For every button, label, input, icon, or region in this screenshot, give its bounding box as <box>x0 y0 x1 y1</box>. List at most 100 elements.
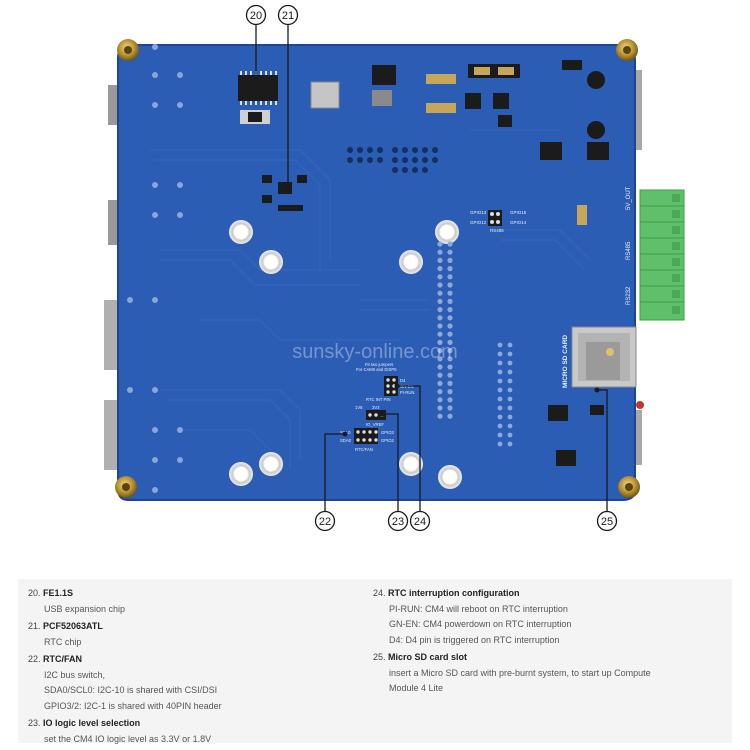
legend-item-desc: GPIO3/2: I2C-1 is shared with 40PIN head… <box>44 700 222 711</box>
header-pin <box>447 380 453 386</box>
legend-item-21: 21. PCF52063ATL RTC chip <box>28 619 358 650</box>
header-pin <box>447 348 453 354</box>
legend-item-title: RTC/FAN <box>43 654 83 664</box>
header-pin <box>507 414 513 420</box>
silk-gpio15: GPIO15 <box>510 210 527 215</box>
silk-d4: D4 <box>400 378 406 383</box>
silk-gpio13: GPIO13 <box>470 210 487 215</box>
legend-item-24: 24. RTC interruption configuration PI-RU… <box>373 586 723 648</box>
silk-1v8: 1V8 <box>355 405 363 410</box>
header-pin <box>447 290 453 296</box>
header-pin <box>497 423 503 429</box>
header-pin <box>437 413 443 419</box>
silk-sda0: SDA0 <box>340 438 352 443</box>
gpio-header-pins <box>437 241 513 447</box>
header-pin <box>437 290 443 296</box>
header-pin <box>447 372 453 378</box>
header-pin <box>497 396 503 402</box>
silk-5v-out: 5V_OUT <box>626 186 632 210</box>
silk-io-vref: IO_VREF <box>366 422 384 427</box>
legend-item-desc: USB expansion chip <box>44 603 126 614</box>
legend-item-desc: RTC chip <box>44 636 82 647</box>
green-terminal-block <box>639 189 685 321</box>
header-pin <box>437 331 443 337</box>
legend-item-title: FE1.1S <box>43 588 74 598</box>
header-pin <box>507 369 513 375</box>
header-pin <box>437 257 443 263</box>
callout-22-label: 22 <box>319 516 331 528</box>
legend-item-number: 22. <box>28 654 41 664</box>
header-pin <box>447 389 453 395</box>
callout-25-label: 25 <box>601 516 613 528</box>
callout-23: 23 <box>387 510 409 532</box>
header-pin <box>437 266 443 272</box>
callout-leaders <box>255 24 608 512</box>
pcb-board-image: GPIO13 GPIO12 GPIO15 GPIO14 RS485 5V_OUT… <box>104 4 685 532</box>
header-pin <box>437 397 443 403</box>
callout-24-label: 24 <box>414 516 426 528</box>
header-pin <box>437 364 443 370</box>
header-pin <box>447 413 453 419</box>
silk-gpio2: GPIO2 <box>381 438 394 443</box>
small-capacitor <box>577 205 587 225</box>
callout-22: 22 <box>314 510 336 532</box>
header-pin <box>507 396 513 402</box>
legend-item-number: 21. <box>28 621 41 631</box>
callout-20: 20 <box>245 4 267 26</box>
header-pin <box>447 339 453 345</box>
legend-item-desc: insert a Micro SD card with pre-burnt sy… <box>389 667 651 678</box>
micro-sd-card-slot <box>571 326 637 388</box>
header-pin <box>447 298 453 304</box>
header-pin <box>507 378 513 384</box>
legend-item-desc: PI-RUN: CM4 will reboot on RTC interrupt… <box>389 603 568 614</box>
header-pin <box>437 298 443 304</box>
header-pin <box>447 315 453 321</box>
header-pin <box>437 339 443 345</box>
header-pin <box>497 405 503 411</box>
legend-item-number: 23. <box>28 718 41 728</box>
silk-rs485-small: RS485 <box>490 228 504 233</box>
header-pin <box>447 282 453 288</box>
callout-dots <box>253 87 600 437</box>
legend-panel: 20. FE1.1S USB expansion chip 21. PCF520… <box>18 579 732 744</box>
header-pin <box>447 249 453 255</box>
callout-23-label: 23 <box>392 516 404 528</box>
header-pin <box>447 397 453 403</box>
header-pin <box>447 331 453 337</box>
silk-fit-two-jumpers: Fit two jumpers <box>365 362 393 367</box>
legend-item-desc: I2C bus switch, <box>44 669 106 680</box>
header-pin <box>437 315 443 321</box>
header-pin <box>447 257 453 263</box>
legend-item-desc: Module 4 Lite <box>389 683 444 693</box>
header-pin <box>447 323 453 329</box>
header-pin <box>447 356 453 362</box>
silk-rtc-fan: RTC/FAN <box>355 447 373 452</box>
legend-item-number: 20. <box>28 588 41 598</box>
silk-for-cam: For CAM0 and DISP0 <box>356 367 397 372</box>
legend-item-number: 25. <box>373 652 386 662</box>
vias <box>127 44 183 493</box>
chip-fe11s <box>238 71 278 105</box>
legend-column-right: 24. RTC interruption configuration PI-RU… <box>373 586 723 699</box>
header-pin <box>437 274 443 280</box>
legend-item-desc: D4: D4 pin is triggered on RTC interrupt… <box>389 634 560 645</box>
header-pin <box>507 432 513 438</box>
silk-gpio12: GPIO12 <box>470 220 487 225</box>
header-pin <box>437 405 443 411</box>
silk-3v3: 3V3 <box>372 405 380 410</box>
silk-rs232: RS232 <box>626 286 632 305</box>
rs485-jumper <box>488 210 502 226</box>
header-pin <box>437 356 443 362</box>
header-pin <box>507 351 513 357</box>
legend-item-title: IO logic level selection <box>43 718 141 728</box>
header-pin <box>437 282 443 288</box>
header-pin <box>437 348 443 354</box>
legend-item-title: PCF52063ATL <box>43 621 103 631</box>
header-pin <box>507 360 513 366</box>
pcb-traces <box>150 129 591 470</box>
header-pin <box>447 307 453 313</box>
header-pin <box>497 369 503 375</box>
legend-column-left: 20. FE1.1S USB expansion chip 21. PCF520… <box>28 586 358 749</box>
legend-item-22: 22. RTC/FAN I2C bus switch, SDA0/SCL0: I… <box>28 652 358 714</box>
header-pin <box>497 387 503 393</box>
